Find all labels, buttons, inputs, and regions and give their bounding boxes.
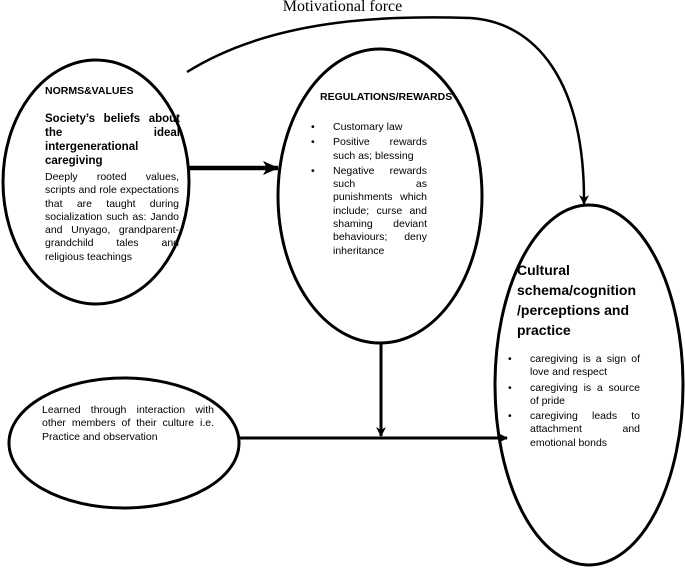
regulations-item: Customary law [309, 121, 427, 135]
norms-values-ellipse [1, 58, 191, 306]
learned-text: Learned through interaction with other m… [42, 404, 214, 443]
norms-values-subheading: Society’s beliefs about the ideal interg… [45, 113, 180, 168]
regulations-rewards-heading: REGULATIONS/REWARDS [320, 91, 453, 103]
norms-values-body: Deeply rooted values, scripts and role e… [45, 171, 179, 263]
cultural-list: caregiving is a sign of love and respect… [506, 353, 640, 452]
regulations-item: Positive rewards such as; blessing [309, 136, 427, 163]
regulations-item: Negative rewards such as punishments whi… [309, 165, 427, 258]
norms-values-heading: NORMS&VALUES [45, 85, 134, 97]
cultural-item: caregiving leads to attachment and emoti… [506, 410, 640, 450]
cultural-schema-heading: Cultural schema/cognition /perceptions a… [517, 262, 637, 338]
regulations-rewards-text: REGULATIONS/REWARDS [320, 91, 453, 104]
cultural-schema-ellipse [493, 203, 685, 567]
norms-values-text: NORMS&VALUES Society’s beliefs about the… [45, 85, 180, 168]
cultural-item: caregiving is a sign of love and respect [506, 353, 640, 380]
learned-ellipse [7, 376, 241, 510]
motivational-force-arc [186, 16, 590, 205]
cultural-item: caregiving is a source of pride [506, 382, 640, 409]
regulations-list: Customary law Positive rewards such as; … [309, 121, 427, 260]
motivational-force-label: Motivational force [282, 0, 403, 15]
